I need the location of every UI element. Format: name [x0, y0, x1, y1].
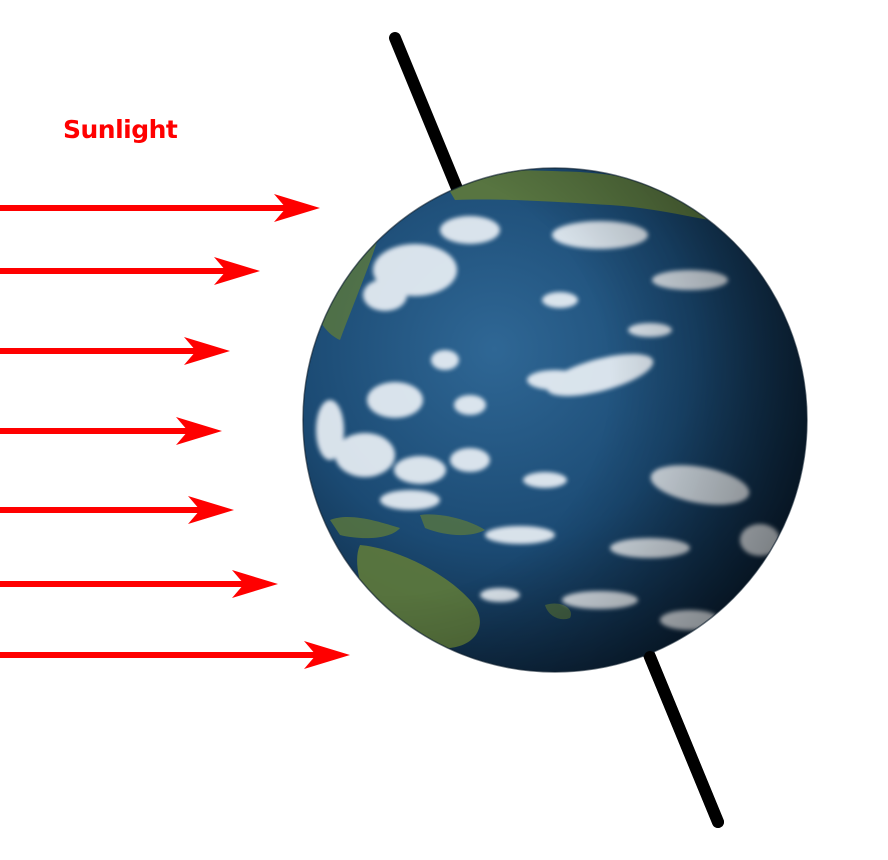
- sunlight-arrow: [0, 570, 278, 598]
- sunlight-arrow: [0, 641, 350, 669]
- rotation-axis-south: [644, 651, 724, 828]
- sunlight-arrows: [0, 194, 350, 669]
- sunlight-label: Sunlight: [63, 115, 178, 144]
- earth-globe: [302, 167, 808, 673]
- sunlight-arrow: [0, 417, 222, 445]
- sunlight-arrow: [0, 337, 230, 365]
- sunlight-arrow: [0, 496, 234, 524]
- sunlight-arrow: [0, 194, 320, 222]
- sunlight-arrow: [0, 257, 260, 285]
